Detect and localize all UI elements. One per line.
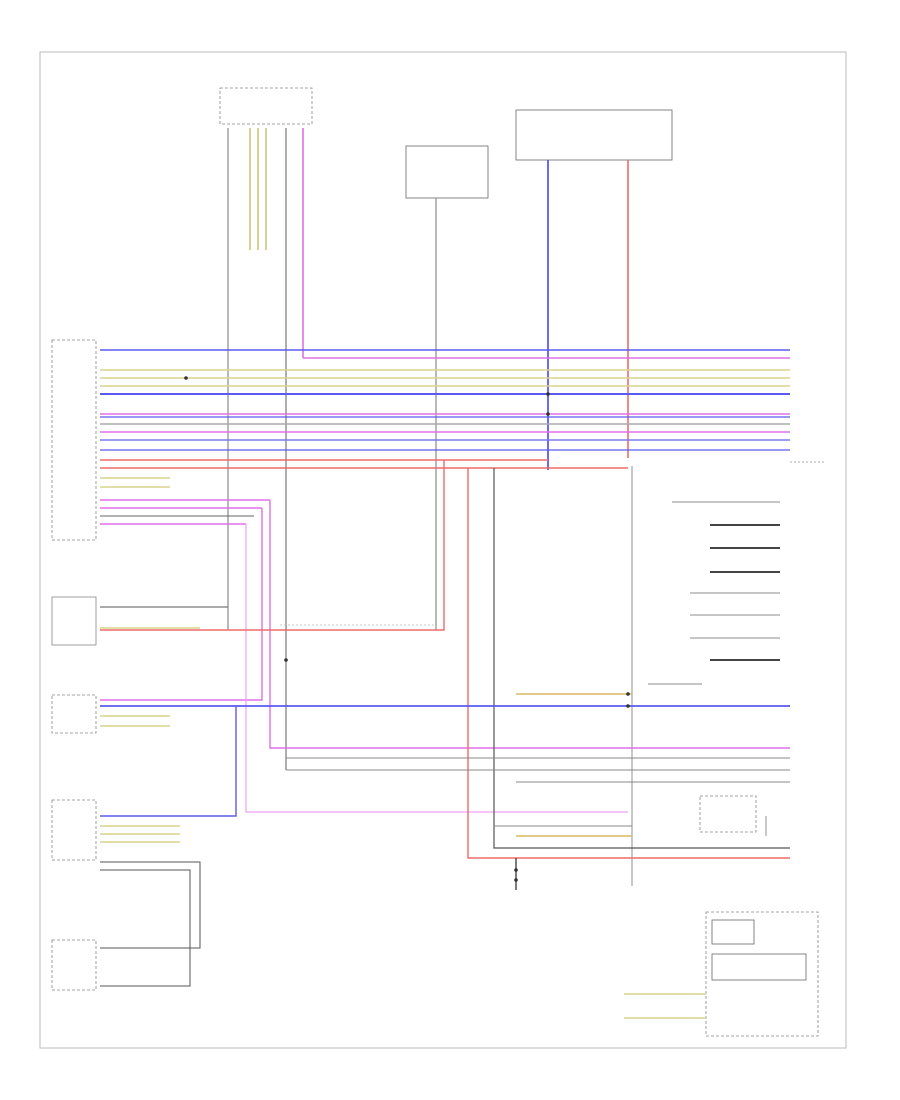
transmission-control-module-box xyxy=(51,339,97,541)
selector-lever-box xyxy=(705,911,819,1037)
diagram-border xyxy=(39,51,847,1049)
component-fuse-panel-box xyxy=(405,145,489,199)
selector-module-box xyxy=(51,694,97,734)
ignition-switch-box xyxy=(51,939,97,991)
selector-inner-box-1 xyxy=(711,919,755,945)
wire-black-ign-2 xyxy=(100,869,191,987)
wire-pink-route-1 xyxy=(467,468,790,859)
shift-lock-solenoid-box xyxy=(699,795,757,833)
wire-violet-drop-2 xyxy=(100,508,263,701)
tcm-pin-lines xyxy=(648,501,780,685)
wire-black-route-1 xyxy=(493,468,790,849)
component-fuse-block-box xyxy=(515,109,673,161)
splice-dots xyxy=(184,376,630,882)
wire-blue-shiftlock xyxy=(100,706,237,817)
shift-lock-module-box xyxy=(51,799,97,861)
brake-switch-box xyxy=(51,596,97,646)
wire-black-ign-1 xyxy=(100,861,201,949)
wire-pink-route-2 xyxy=(100,460,445,631)
selector-inner-box-2 xyxy=(711,953,807,981)
wire-violet-drop-1 xyxy=(269,500,790,749)
wire-violet-drop-3 xyxy=(245,524,628,813)
component-top-left-box xyxy=(219,87,313,125)
